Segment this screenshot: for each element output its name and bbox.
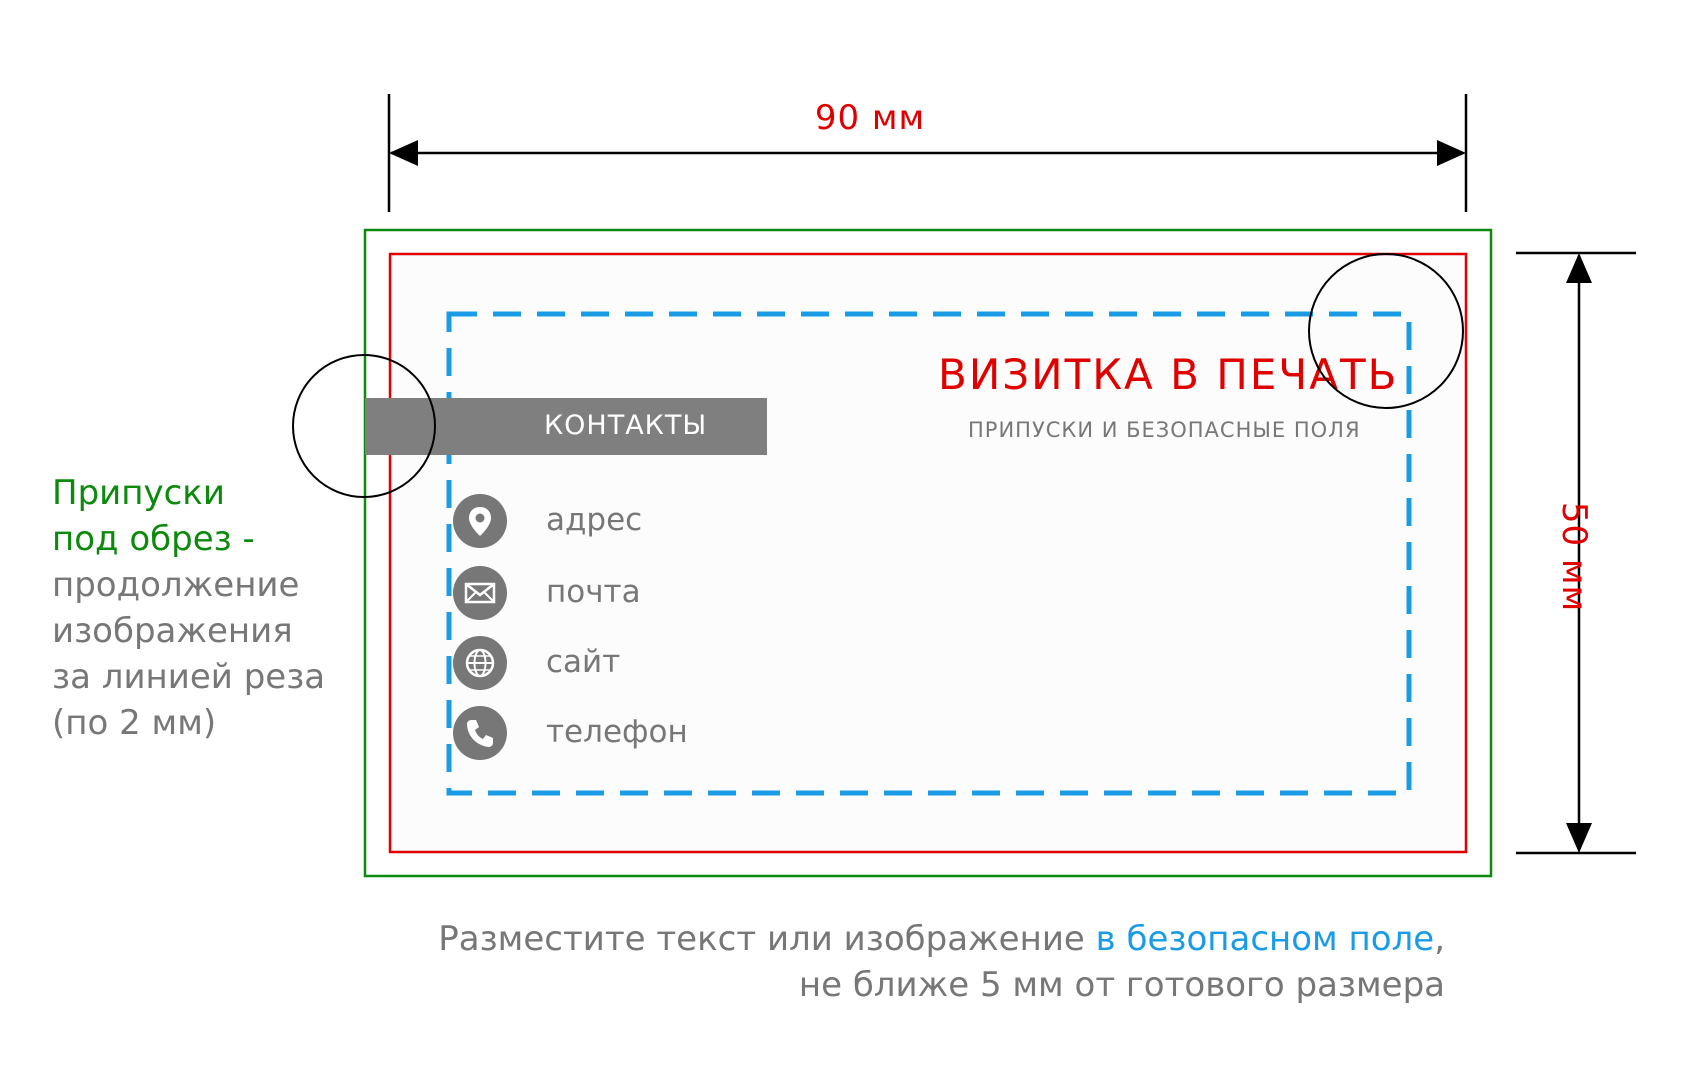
arrow-down-icon — [1566, 823, 1592, 853]
safe-zone-note-line1: Разместите текст или изображение в безоп… — [438, 916, 1445, 962]
bleed-note-line3: продолжение — [52, 565, 300, 605]
arrow-right-icon — [1437, 140, 1466, 166]
width-dimension — [387, 94, 1468, 212]
bleed-note-line1: Припуски — [52, 473, 225, 513]
bleed-note: Припуски под обрез - продолжение изображ… — [52, 470, 352, 746]
card-subtitle: ПРИПУСКИ И БЕЗОПАСНЫЕ ПОЛЯ — [968, 418, 1361, 442]
contacts-header: КОНТАКТЫ — [544, 410, 708, 441]
safe-zone-line — [446, 311, 1412, 796]
height-label: 50 мм — [1554, 501, 1594, 613]
contact-site-label: сайт — [546, 644, 621, 680]
trim-line — [388, 252, 1468, 854]
location-pin-icon — [453, 494, 507, 548]
phone-icon — [453, 706, 507, 760]
safe-zone-note: Разместите текст или изображение в безоп… — [438, 916, 1445, 1008]
bleed-note-line4: изображения — [52, 611, 293, 651]
arrow-up-icon — [1566, 253, 1592, 283]
card-title: ВИЗИТКА В ПЕЧАТЬ — [938, 350, 1399, 399]
envelope-icon — [453, 566, 507, 620]
arrow-left-icon — [389, 140, 418, 166]
safe-note-after: , — [1434, 919, 1445, 959]
contact-email-label: почта — [546, 574, 641, 610]
bleed-note-line2: под обрез - — [52, 519, 255, 559]
height-dimension — [1516, 251, 1636, 855]
globe-icon — [453, 636, 507, 690]
safe-zone-note-line2: не ближе 5 мм от готового размера — [798, 965, 1445, 1005]
bleed-note-line5: за линией реза — [52, 657, 326, 697]
safe-note-before: Разместите текст или изображение — [438, 919, 1096, 959]
safe-note-highlight: в безопасном поле — [1095, 919, 1435, 959]
bleed-note-line6: (по 2 мм) — [52, 703, 217, 743]
card-background — [390, 254, 1466, 852]
contact-phone-label: телефон — [546, 714, 688, 750]
contact-address-label: адрес — [546, 502, 643, 538]
width-label: 90 мм — [814, 98, 926, 138]
